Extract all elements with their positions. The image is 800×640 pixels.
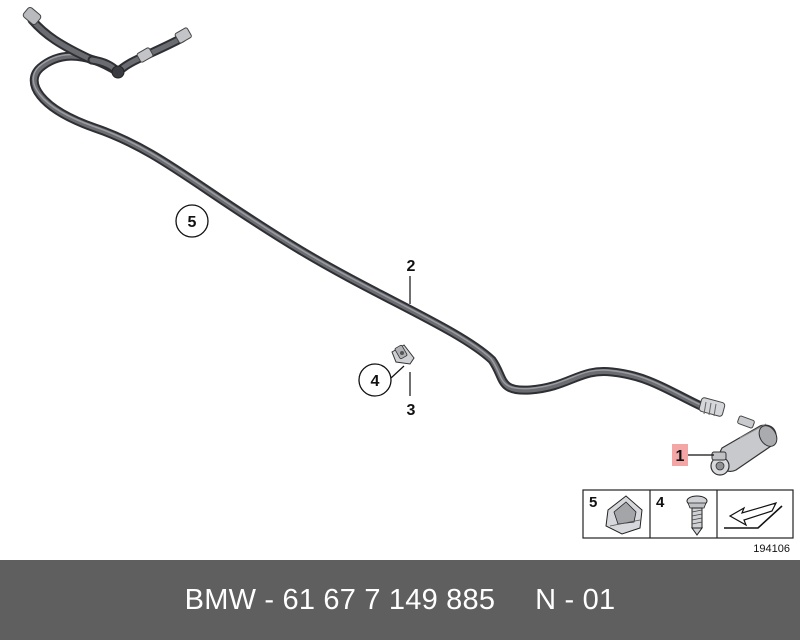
hose-end-connector — [698, 397, 726, 417]
callout-4[interactable]: 4 — [358, 363, 392, 397]
hose-branch-upper-left — [22, 6, 123, 77]
legend-box: 5 4 — [582, 489, 794, 539]
washer-nozzle-part-1 — [710, 415, 778, 476]
callout-5[interactable]: 5 — [175, 204, 209, 238]
svg-text:2: 2 — [407, 258, 416, 275]
svg-text:4: 4 — [656, 494, 665, 511]
legend-cell-4[interactable]: 4 — [656, 494, 708, 536]
legend-cell-5[interactable]: 5 — [589, 494, 643, 535]
highlight-marker — [672, 444, 688, 466]
svg-text:5: 5 — [188, 214, 197, 231]
part-number-text: BMW - 61 67 7 149 885 — [184, 583, 496, 616]
part-number-footer: BMW - 61 67 7 149 885 N - 01 — [0, 560, 800, 640]
clip-part-3 — [391, 344, 415, 365]
svg-text:5: 5 — [589, 494, 597, 511]
parts-diagram: 5 2 4 3 1 5 4 — [22, 6, 794, 555]
part-suffix-text: N - 01 — [535, 583, 616, 616]
image-number: 194106 — [753, 543, 790, 555]
hose-line-2 — [29, 51, 710, 413]
legend-cell-direction-symbol — [724, 502, 783, 529]
callout-1-highlighted[interactable]: 1 — [672, 444, 688, 466]
callout-3[interactable]: 3 — [407, 402, 416, 419]
svg-text:1: 1 — [676, 448, 685, 465]
leader-lines — [390, 276, 714, 456]
svg-text:3: 3 — [407, 402, 416, 419]
svg-text:4: 4 — [371, 373, 380, 390]
hose-branch-upper-right — [111, 27, 192, 79]
callout-2[interactable]: 2 — [407, 258, 416, 275]
